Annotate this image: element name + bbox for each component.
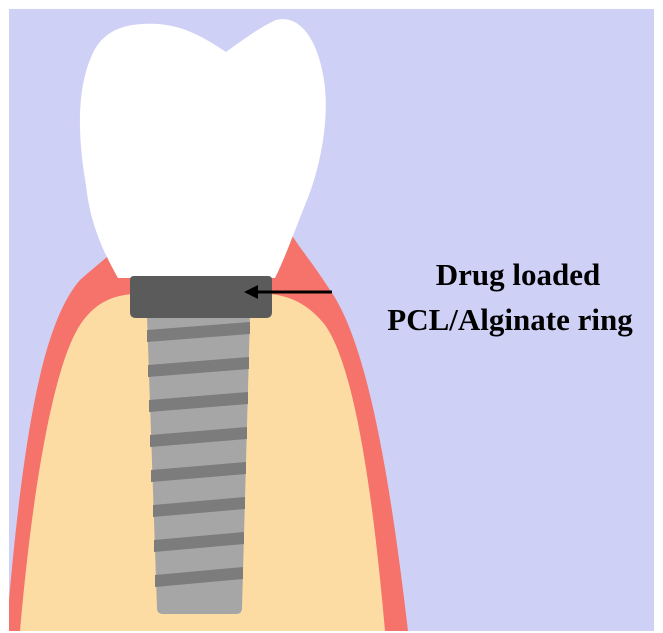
tooth-crown xyxy=(80,19,326,278)
drug-loaded-ring xyxy=(130,276,272,318)
annotation-line-1: Drug loaded xyxy=(436,257,601,292)
annotation-line-2: PCL/Alginate ring xyxy=(387,302,633,337)
